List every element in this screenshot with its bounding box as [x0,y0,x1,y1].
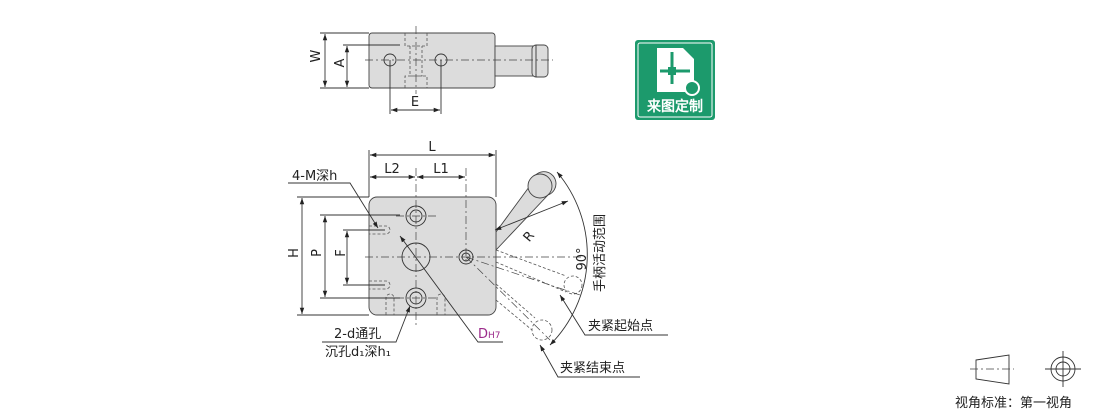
dim-l1: L1 [433,162,449,177]
dim-p: P [310,249,325,257]
first-angle-projection-symbol: 视角标准：第一视角 [955,351,1081,411]
dim-l: L [428,140,436,155]
badge-label: 来图定制 [646,98,703,115]
dim-e: E [411,95,419,110]
custom-drawing-badge[interactable]: 来图定制 [635,40,715,120]
dim-l2: L2 [384,162,400,177]
projection-label: 视角标准：第一视角 [955,396,1072,411]
angle-label: 90° [575,247,590,270]
dim-r: R [521,229,538,246]
bore-label: DH7 [478,327,501,342]
dim-f: F [334,249,349,256]
dim-h: H [287,248,302,258]
clamp-end-label: 夹紧结束点 [560,361,625,376]
top-view: W A E [309,26,553,114]
range-label: 手柄活动范围 [593,214,608,292]
through-hole-label: 2-d通孔 [334,327,381,342]
dim-a: A [333,58,348,67]
thread-label: 4-M深h [292,169,337,184]
clamp-start-label: 夹紧起始点 [588,319,653,334]
dim-w: W [309,49,324,62]
front-view: L L2 L1 H P F R 90° 手柄活动范围 4-M深h 2-d通孔 沉… [287,140,668,378]
counterbore-label: 沉孔d₁深h₁ [325,345,391,360]
